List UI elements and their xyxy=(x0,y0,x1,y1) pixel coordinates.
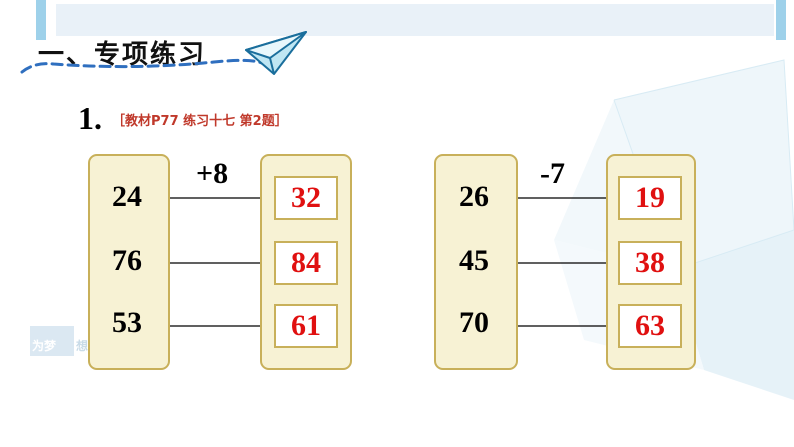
svg-text:为梦: 为梦 xyxy=(32,338,57,353)
answer-cell: 38 xyxy=(618,241,682,285)
strip-left-accent xyxy=(36,0,46,40)
answer-cell: 61 xyxy=(274,304,338,348)
input-number: 24 xyxy=(112,180,142,213)
answer-cell: 19 xyxy=(618,176,682,220)
input-number: 70 xyxy=(459,306,489,339)
strip-bar xyxy=(56,4,774,36)
section-title: 一、专项练习 xyxy=(38,40,207,70)
paper-plane-icon xyxy=(245,31,307,75)
question-number: 1. xyxy=(78,100,102,136)
input-box-2 xyxy=(434,154,518,370)
operation-label: -7 xyxy=(540,157,565,190)
answer-cell: 84 xyxy=(274,241,338,285)
title-underline xyxy=(20,58,266,74)
operation-label: +8 xyxy=(196,157,229,190)
question-reference: ［教材P77 练习十七 第2题］ xyxy=(112,114,288,129)
header-strip xyxy=(0,0,794,44)
answer-cell: 63 xyxy=(618,304,682,348)
input-number: 53 xyxy=(112,306,142,339)
input-number: 45 xyxy=(459,244,489,277)
strip-right-accent xyxy=(776,0,786,40)
input-number: 26 xyxy=(459,180,489,213)
answer-cell: 32 xyxy=(274,176,338,220)
input-number: 76 xyxy=(112,244,142,277)
input-box-1 xyxy=(88,154,170,370)
